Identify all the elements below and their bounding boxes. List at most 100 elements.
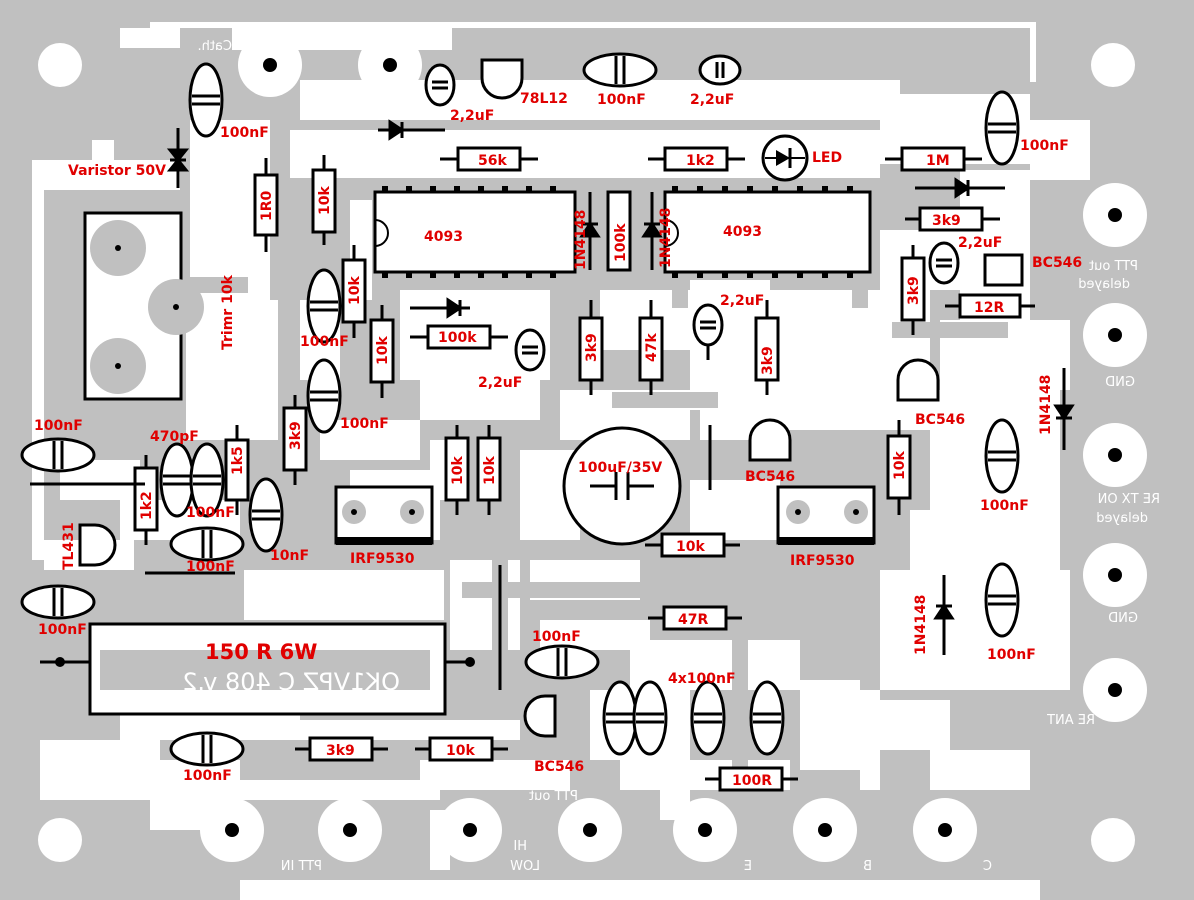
- diodes: [166, 119, 1075, 655]
- label-c-100n-e: 100nF: [38, 622, 87, 638]
- label-tl431: TL431: [61, 522, 77, 570]
- ic-4093-left: [373, 190, 577, 274]
- label-r-10k-c: 10k: [375, 336, 391, 365]
- label-r-47k: 47k: [644, 333, 660, 362]
- label-r-10k-bot: 10k: [446, 743, 475, 759]
- capacitors: [20, 52, 1020, 767]
- label-r-3k9-bot: 3k9: [326, 743, 355, 759]
- power-resistor-150r: [40, 622, 475, 716]
- label-ic1: 4093: [424, 229, 463, 245]
- silk-e: E: [744, 859, 752, 874]
- label-r-3k9-mid2: 3k9: [760, 346, 776, 375]
- label-r-1k5: 1k5: [230, 446, 246, 475]
- ic-pins: [382, 186, 853, 278]
- silk-b: B: [863, 859, 872, 874]
- resistor-100k-vert: [606, 190, 632, 272]
- silk-hi: HI: [513, 839, 527, 854]
- silkscreen: Cath. 24V PTT out delayed GND RE TX ON d…: [182, 39, 1160, 874]
- label-r-1r0: 1R0: [259, 190, 275, 221]
- label-r-3k9-mid: 3k9: [584, 333, 600, 362]
- label-c-100n-c: 100nF: [186, 505, 235, 521]
- label-r-56k: 56k: [478, 153, 507, 169]
- label-d1: 1N4148: [573, 210, 589, 270]
- pads: [38, 33, 1147, 862]
- label-r-3k9-vert: 3k9: [906, 276, 922, 305]
- label-c-100u: 100uF/35V: [578, 460, 662, 476]
- label-r-3k9-right: 3k9: [932, 213, 961, 229]
- capacitor-plates: [52, 56, 1016, 763]
- silk-cath: Cath.: [197, 39, 232, 54]
- silk-board-id: OK1VPZ C 408 v.2: [182, 668, 400, 696]
- label-c-2u2-d: 2,2uF: [720, 293, 764, 309]
- silk-c: C: [983, 859, 992, 874]
- label-r-10k-f: 10k: [892, 451, 908, 480]
- label-bc546-c: BC546: [745, 469, 795, 485]
- label-r-1m: 1M: [926, 153, 950, 169]
- label-r-100r: 100R: [732, 773, 772, 789]
- label-led: LED: [812, 150, 842, 166]
- label-bc546-a: BC546: [1032, 255, 1082, 271]
- label-r-3k9-left: 3k9: [288, 421, 304, 450]
- label-r-10k-b: 10k: [347, 276, 363, 305]
- silk-gnd-1: GND: [1105, 375, 1135, 390]
- label-c-2u2-c: 2,2uF: [958, 235, 1002, 251]
- resistor-leads: [144, 155, 1035, 781]
- label-c-100n-b: 100nF: [340, 416, 389, 432]
- jumper-wires: [30, 345, 712, 690]
- silk-gnd-2: GND: [1108, 611, 1138, 626]
- label-varistor: Varistor 50V: [68, 163, 166, 179]
- label-trimr: Trimr 10k: [220, 274, 236, 350]
- label-c-100n-left: 100nF: [34, 418, 83, 434]
- label-r-10k-d: 10k: [450, 456, 466, 485]
- label-r-1k2-left: 1k2: [139, 491, 155, 520]
- silk-low: LOW: [510, 859, 540, 874]
- label-r-47r: 47R: [678, 612, 708, 628]
- label-c-100n-g: 100nF: [987, 647, 1036, 663]
- mosfet-irf9530-left: [334, 485, 434, 545]
- label-c-470p: 470pF: [150, 429, 199, 445]
- ic-4093-right: [663, 190, 872, 274]
- silk-re-ant: RE ANT: [1047, 713, 1095, 728]
- component-labels: Varistor 50V Trimr 10k 4093 4093 78L12 L…: [34, 91, 1082, 789]
- label-c-4x100n: 4x100nF: [668, 671, 736, 687]
- label-irf-a: IRF9530: [350, 551, 415, 567]
- label-c-100n-a: 100nF: [300, 334, 349, 350]
- label-c-100n-bot: 100nF: [183, 768, 232, 784]
- silk-re-tx-on-1: RE TX ON: [1098, 492, 1160, 507]
- label-c-100n-right: 100nF: [1020, 138, 1069, 154]
- label-c-100n-h: 100nF: [532, 629, 581, 645]
- label-d3: 1N4148: [1038, 375, 1054, 435]
- led: [761, 134, 809, 182]
- label-reg: 78L12: [520, 91, 568, 107]
- label-c-2u2-e: 2,2uF: [478, 375, 522, 391]
- electrolytic-capacitor: [562, 426, 682, 546]
- label-r-100k-horiz: 100k: [438, 330, 477, 346]
- label-r-1k2-top: 1k2: [686, 153, 715, 169]
- trimmer-potentiometer: [83, 211, 204, 401]
- transistors: [78, 58, 1024, 738]
- label-c-100n-top: 100nF: [597, 92, 646, 108]
- label-ic2: 4093: [723, 224, 762, 240]
- silk-ptt-in: PTT IN: [281, 859, 322, 874]
- label-c-100n-d: 100nF: [186, 559, 235, 575]
- regulator-78l12: [480, 58, 524, 100]
- silk-re-tx-on-2: delayed: [1096, 511, 1148, 526]
- mosfet-irf9530-right: [776, 485, 876, 545]
- label-bc546-b: BC546: [915, 412, 965, 428]
- label-r-10k-g: 10k: [676, 539, 705, 555]
- label-r-10k-e: 10k: [482, 456, 498, 485]
- label-c-2u2-a: 2,2uF: [450, 108, 494, 124]
- label-r-10k-a: 10k: [317, 186, 333, 215]
- silk-24v: 24V: [420, 39, 446, 54]
- label-c-100n-f: 100nF: [980, 498, 1029, 514]
- label-c-100n-varistor: 100nF: [220, 125, 269, 141]
- label-d2: 1N4148: [658, 208, 674, 268]
- silk-ptt-out-delayed-1: PTT out: [1089, 259, 1138, 274]
- label-r-150r: 150 R 6W: [205, 640, 317, 664]
- label-d4: 1N4148: [913, 595, 929, 655]
- label-r-12r: 12R: [974, 300, 1004, 316]
- silk-ptt-out-delayed-2: delayed: [1078, 277, 1130, 292]
- label-r-100k-vert: 100k: [613, 223, 629, 262]
- label-irf-b: IRF9530: [790, 553, 855, 569]
